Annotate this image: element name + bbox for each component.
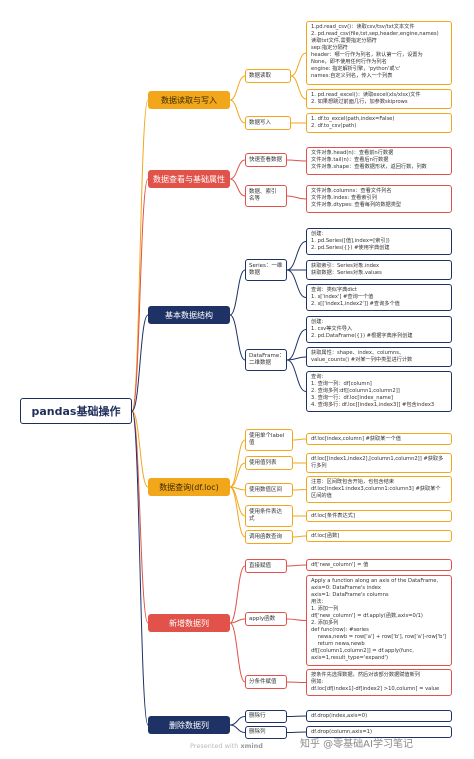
connector-sub-value-list bbox=[229, 462, 246, 488]
connector-sub-dataframe bbox=[229, 314, 246, 361]
connector-leaf-read-csv bbox=[290, 52, 307, 77]
sub-value-range[interactable]: 使用数值区间 bbox=[245, 483, 293, 497]
sub-dataframe[interactable]: DataFrame： 二维数据 bbox=[245, 349, 287, 371]
connector-sub-single-label bbox=[229, 439, 246, 488]
connector-sub-write bbox=[229, 99, 246, 124]
sub-write[interactable]: 数据写入 bbox=[245, 116, 291, 130]
leaf-df-create[interactable]: 创建: 1. csv等文件导入 2. pd.DataFrame({}) #根据字… bbox=[306, 316, 452, 343]
connector-sub-apply bbox=[229, 618, 246, 624]
leaf-head-tail[interactable]: 文件对象.head(n)：查看前n行数据 文件对象.tail(n)：查看后n行数… bbox=[306, 147, 452, 175]
watermark: 知乎 @零基础AI学习笔记 bbox=[300, 739, 413, 750]
category-add-columns[interactable]: 新增数据列 bbox=[148, 614, 230, 632]
connector-category-structures bbox=[131, 314, 149, 412]
category-read-write[interactable]: 数据读取与写入 bbox=[148, 91, 230, 109]
connector-leaf-read-excel bbox=[290, 75, 307, 100]
category-structures[interactable]: 基本数据结构 bbox=[148, 306, 230, 324]
sub-direct-assign[interactable]: 直接赋值 bbox=[245, 559, 287, 573]
sub-quick-view[interactable]: 快速查看数据 bbox=[245, 153, 287, 167]
leaf-series-query[interactable]: 查询：类似字典dict 1. s['index'] #查询一个值 2. s[['… bbox=[306, 284, 452, 311]
sub-read[interactable]: 数据读取 bbox=[245, 69, 291, 83]
leaf-df-query[interactable]: 查询: 1. 查询一列：df[column] 2. 查询多列:df[[colum… bbox=[306, 371, 452, 412]
leaf-direct-assign[interactable]: df['new_column'] = 值 bbox=[306, 559, 452, 571]
connector-leaf-loc-function bbox=[292, 535, 307, 538]
connector-leaf-df-query bbox=[286, 359, 307, 392]
sub-index-names[interactable]: 数据、索引 名等 bbox=[245, 185, 287, 207]
connector-leaf-series-create bbox=[286, 241, 307, 271]
connector-leaf-drop-row bbox=[286, 715, 307, 717]
category-delete[interactable]: 删除数据列 bbox=[148, 716, 230, 734]
sub-condition[interactable]: 使用条件表达 式 bbox=[245, 505, 293, 527]
connector-sub-drop-row bbox=[229, 716, 246, 726]
connector-sub-drop-column bbox=[229, 724, 246, 733]
leaf-read-csv[interactable]: 1.pd.read_csv()：读取csv/tsv/txt文本文件 2. pd.… bbox=[306, 21, 452, 85]
leaf-conditional-assign[interactable]: 按条件先选择数据，然后对该部分数据赋值新列 例如: df.loc[df[inde… bbox=[306, 669, 452, 696]
connector-leaf-df-create bbox=[286, 329, 307, 361]
connector-sub-series bbox=[229, 269, 246, 316]
leaf-series-attrs[interactable]: 获取索引：Series对象.index 获取数据：Series对象.values bbox=[306, 260, 452, 280]
connector-leaf-conditional-assign bbox=[286, 681, 307, 683]
connector-leaf-series-query bbox=[286, 269, 307, 298]
footer-brand: xmind bbox=[240, 742, 263, 750]
connector-sub-quick-view bbox=[229, 159, 246, 180]
connector-category-delete bbox=[131, 410, 149, 726]
connector-sub-direct-assign bbox=[229, 565, 246, 624]
leaf-loc-single[interactable]: df.loc[index,column] #获取某一个值 bbox=[306, 433, 452, 445]
connector-leaf-columns-index bbox=[286, 195, 307, 200]
leaf-write-file[interactable]: 1. df.to_excel(path,index=False) 2. df.t… bbox=[306, 113, 452, 133]
root-node[interactable]: pandas基础操作 bbox=[20, 398, 132, 424]
connector-leaf-loc-single bbox=[292, 438, 307, 441]
connector-sub-index-names bbox=[229, 178, 246, 197]
leaf-drop-column[interactable]: df.drop(column,axis=1) bbox=[306, 726, 452, 738]
footer-credit: Presented with xmind bbox=[190, 742, 263, 750]
connector-sub-conditional-assign bbox=[229, 622, 246, 683]
sub-value-list[interactable]: 使用值列表 bbox=[245, 456, 293, 470]
sub-apply[interactable]: apply函数 bbox=[245, 612, 287, 626]
connector-category-query bbox=[131, 410, 149, 488]
sub-drop-column[interactable]: 删除列 bbox=[245, 726, 287, 739]
connector-category-add-columns bbox=[131, 410, 149, 624]
category-view-attrs[interactable]: 数据查看与基础属性 bbox=[148, 170, 230, 188]
connector-leaf-apply bbox=[286, 618, 307, 621]
leaf-series-create[interactable]: 创建: 1. pd.Series([值],index=[索引]) 2. pd.S… bbox=[306, 228, 452, 255]
sub-conditional-assign[interactable]: 分条件赋值 bbox=[245, 675, 287, 689]
leaf-loc-condition[interactable]: df.loc[条件表达式] bbox=[306, 510, 452, 522]
sub-single-label[interactable]: 使用单个label 值 bbox=[245, 429, 293, 451]
footer-prefix: Presented with bbox=[190, 742, 239, 750]
sub-series[interactable]: Series：一维 数据 bbox=[245, 259, 287, 281]
connector-leaf-direct-assign bbox=[286, 564, 307, 567]
connector-leaf-drop-column bbox=[286, 731, 307, 733]
connector-sub-function-query bbox=[229, 486, 246, 538]
connector-leaf-head-tail bbox=[286, 159, 307, 162]
leaf-drop-row[interactable]: df.drop(index,axis=0) bbox=[306, 710, 452, 722]
leaf-loc-function[interactable]: df.loc[函数] bbox=[306, 530, 452, 542]
leaf-read-excel[interactable]: 1. pd.read_excel()：读取excel(xls/xlsx)文件 2… bbox=[306, 89, 452, 109]
leaf-loc-range[interactable]: 注意：区间既包含开始，也包含结束 df.loc[index1:index3,co… bbox=[306, 476, 452, 503]
connector-category-view-attrs bbox=[131, 178, 149, 412]
leaf-columns-index[interactable]: 文件对象.columns：查看文件列名 文件对象.index: 查看索引列 文件… bbox=[306, 185, 452, 213]
leaf-loc-list[interactable]: df.loc[[index1,index2],[column1,column2]… bbox=[306, 453, 452, 473]
sub-function-query[interactable]: 调用函数查询 bbox=[245, 530, 293, 544]
leaf-df-attrs[interactable]: 获取属性：shape、index、columns、 value_counts()… bbox=[306, 347, 452, 367]
category-query[interactable]: 数据查询(df.loc) bbox=[148, 478, 230, 496]
sub-drop-row[interactable]: 删除行 bbox=[245, 710, 287, 723]
connector-leaf-df-attrs bbox=[286, 356, 307, 361]
connector-sub-read bbox=[229, 75, 246, 101]
leaf-apply[interactable]: Apply a function along an axis of the Da… bbox=[306, 575, 452, 666]
connector-leaf-loc-range bbox=[292, 489, 307, 491]
